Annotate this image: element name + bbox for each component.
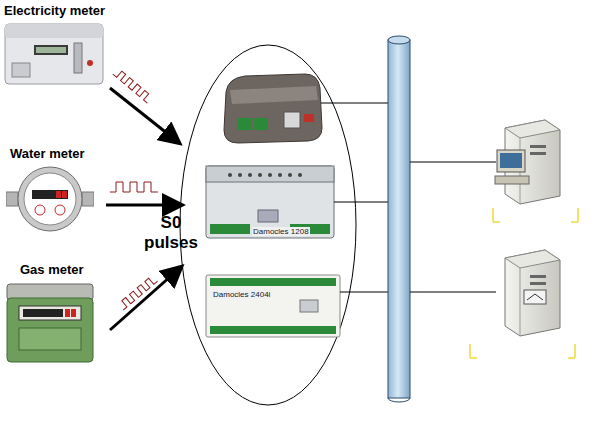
meter-picture bbox=[5, 282, 95, 368]
meter-node: Electricity meter bbox=[4, 3, 105, 89]
meter-heading: Gas meter bbox=[20, 262, 95, 278]
meter-node: Gas meter bbox=[5, 262, 95, 368]
device-label: Damocles 2404i bbox=[212, 290, 271, 299]
meter-heading: Water meter bbox=[10, 146, 94, 162]
meter-picture bbox=[6, 166, 94, 236]
meter-node: Water meter bbox=[6, 146, 94, 236]
device-label: Damocles 1208 bbox=[252, 227, 310, 236]
signal-label: S0 pulses bbox=[140, 213, 202, 253]
meter-heading: Electricity meter bbox=[4, 3, 105, 19]
meter-picture bbox=[4, 23, 105, 89]
